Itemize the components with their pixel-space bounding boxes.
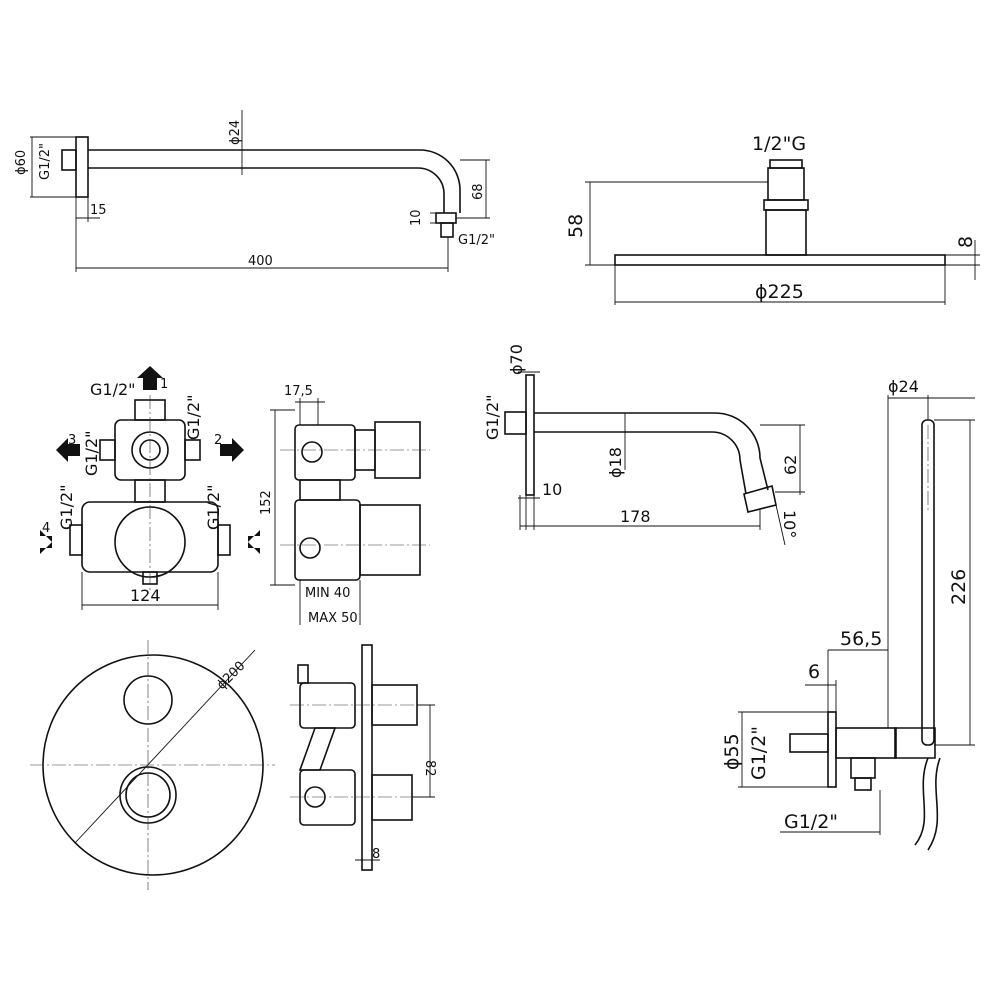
head-height: 58: [565, 214, 587, 238]
plate-thickness: 8: [372, 847, 380, 862]
valve-lower-left-thread: G1/2": [57, 484, 76, 530]
arm-outlet-len: 10: [409, 209, 424, 226]
valve-upper-right-thread: G1/2": [184, 394, 203, 440]
plate-spacing: 82: [422, 760, 437, 777]
port-label-4: 4: [42, 521, 50, 536]
valve-width: 124: [130, 586, 161, 605]
valve-top-thread: G1/2": [90, 380, 136, 399]
port-label-3: 3: [68, 433, 76, 448]
hand-shower-projection: 56,5: [840, 628, 882, 650]
valve-side-offset: 17,5: [284, 384, 313, 399]
arm-thread-in: G1/2": [38, 143, 53, 180]
spout-flange-depth: 10: [542, 480, 562, 499]
hand-shower-plate-dia: ϕ55: [721, 733, 743, 770]
valve-front: 1 2 3 4 G1/2" G1/2" G1/2" G1/2" G1/2" 12…: [40, 366, 260, 610]
spout-length: 178: [620, 507, 651, 526]
spout-angle: 10°: [780, 510, 799, 538]
spout: ϕ70 G1/2" ϕ18 10 178 62 10°: [483, 344, 805, 546]
spout-drop: 62: [781, 455, 800, 475]
hand-shower-dia: ϕ24: [888, 377, 919, 396]
valve-max-depth: MAX 50: [308, 611, 358, 626]
arm-length: 400: [248, 254, 273, 269]
port-label-2: 2: [214, 433, 222, 448]
hand-shower: ϕ24 226 56,5 6 ϕ55 G1/2" G1/2": [721, 377, 975, 851]
trim-plate: ϕ200: [30, 640, 275, 890]
shower-arm: ϕ60 G1/2" ϕ24 15 400 68 10 G1/2": [14, 110, 495, 272]
arm-tube-dia: ϕ24: [228, 120, 243, 145]
valve-lower-right-thread: G1/2": [204, 484, 223, 530]
valve-upper-left-thread: G1/2": [82, 430, 101, 476]
head-thread: 1/2"G: [752, 133, 806, 155]
valve-min-depth: MIN 40: [305, 586, 350, 601]
arm-flange-depth: 15: [90, 203, 107, 218]
arm-thread-out: G1/2": [458, 233, 495, 248]
hand-shower-thread-in: G1/2": [748, 726, 770, 780]
port-label-1: 1: [160, 377, 168, 392]
shower-head: 1/2"G 58 8 ϕ225: [565, 133, 980, 305]
hand-shower-length: 226: [948, 569, 970, 605]
arm-flange-dia: ϕ60: [14, 150, 29, 175]
valve-side-plate: 82 8: [290, 644, 437, 871]
hand-shower-plate-depth: 6: [808, 661, 820, 683]
valve-side-height: 152: [259, 490, 274, 515]
hand-shower-thread-out: G1/2": [784, 811, 838, 833]
arm-drop: 68: [471, 183, 486, 200]
head-diameter: ϕ225: [755, 281, 804, 303]
spout-thread: G1/2": [483, 394, 502, 440]
valve-side: 17,5 152 MIN 40 MAX 50: [259, 384, 430, 626]
head-thickness: 8: [955, 236, 977, 248]
spout-flange-dia: ϕ70: [507, 344, 526, 375]
spout-tube-dia: ϕ18: [606, 447, 625, 478]
